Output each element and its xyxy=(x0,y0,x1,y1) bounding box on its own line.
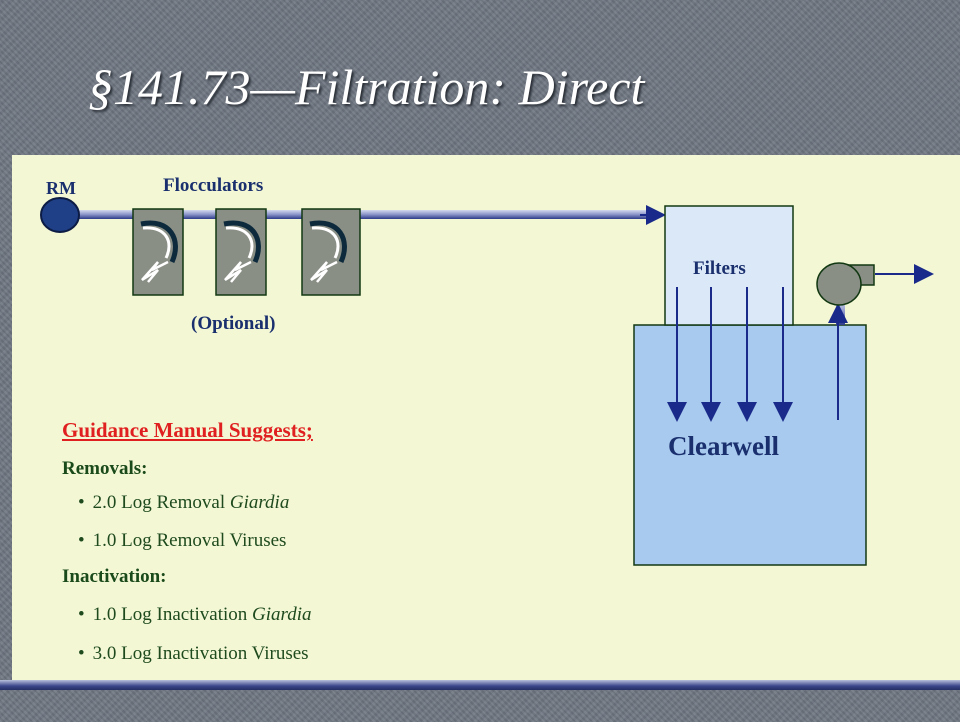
bullet: • xyxy=(78,604,85,625)
bullet: • xyxy=(78,643,85,664)
inactivation-item-2-text: 3.0 Log Inactivation Viruses xyxy=(92,643,309,664)
pump-icon xyxy=(816,262,875,306)
inactivation-item-1-organism: Giardia xyxy=(252,604,312,625)
flocculator-2 xyxy=(215,208,267,296)
removal-item-2-text: 1.0 Log Removal Viruses xyxy=(92,530,287,551)
guidance-heading: Guidance Manual Suggests; xyxy=(62,418,313,442)
flocculator-1 xyxy=(132,208,184,296)
removal-item-1: • 2.0 Log Removal Giardia xyxy=(78,492,289,514)
filters-box xyxy=(664,205,794,326)
rm-node-icon xyxy=(40,197,80,233)
title-band: §141.73—Filtration: Direct xyxy=(0,0,960,155)
slide-title: §141.73—Filtration: Direct xyxy=(88,59,645,115)
filters-label: Filters xyxy=(693,258,746,279)
bottom-band xyxy=(0,680,960,690)
inactivation-item-1: • 1.0 Log Inactivation Giardia xyxy=(78,604,311,626)
flocculator-3 xyxy=(301,208,361,296)
removal-item-1-organism: Giardia xyxy=(229,492,290,513)
inactivation-header: Inactivation: xyxy=(62,566,167,587)
bullet: • xyxy=(78,530,85,551)
clearwell-tank xyxy=(633,324,867,566)
clearwell-label: Clearwell xyxy=(668,431,779,461)
inactivation-item-1-text: 1.0 Log Inactivation xyxy=(92,604,253,625)
removals-header: Removals: xyxy=(62,458,148,479)
flocculators-label: Flocculators xyxy=(163,175,264,196)
optional-label: (Optional) xyxy=(191,313,276,334)
bullet: • xyxy=(78,492,85,513)
removal-item-1-text: 2.0 Log Removal xyxy=(92,492,230,513)
inactivation-item-2: • 3.0 Log Inactivation Viruses xyxy=(78,643,309,665)
rm-label: RM xyxy=(46,178,76,198)
removal-item-2: • 1.0 Log Removal Viruses xyxy=(78,530,286,552)
